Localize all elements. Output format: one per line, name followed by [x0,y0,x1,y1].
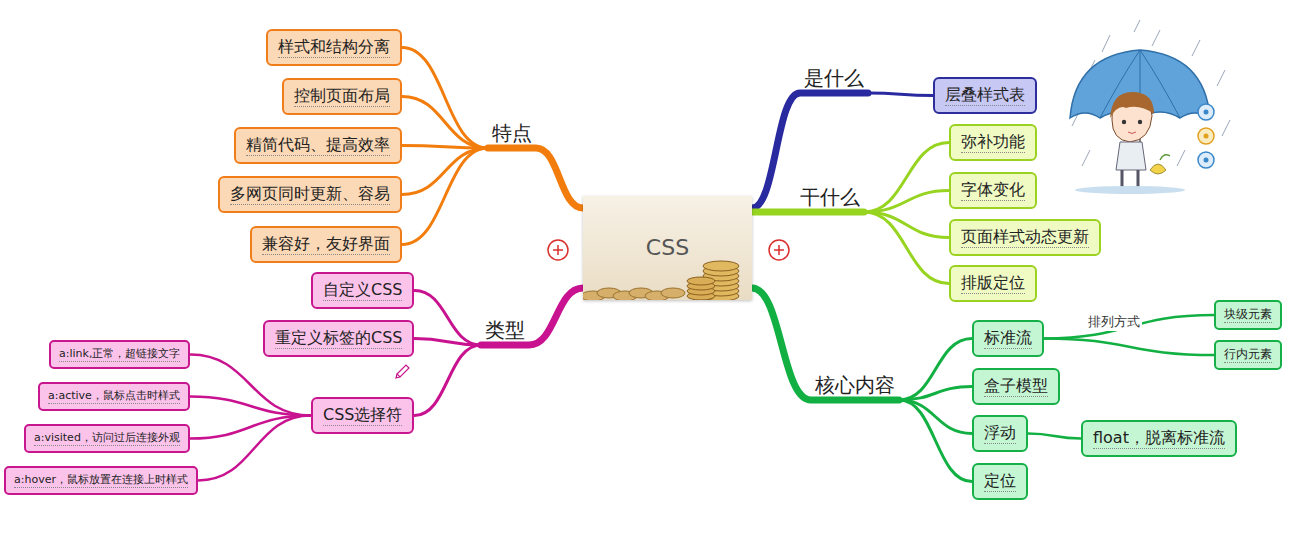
topic-box: 样式和结构分离 [266,29,402,66]
branch-label: 是什么 [800,66,868,93]
node-text: 浮动 [984,423,1016,444]
node-text: a:active，鼠标点击时样式 [48,389,180,404]
node-text: 定位 [984,471,1016,492]
node-text: 重定义标签的CSS [275,328,402,349]
node-text: 兼容好，友好界面 [262,234,390,255]
node-text: a:hover，鼠标放置在连接上时样式 [14,473,188,488]
expand-button [769,240,789,260]
node-text: 行内元素 [1224,347,1272,363]
branch-connector [864,212,949,284]
topic-box: 排版定位 [949,265,1037,302]
topic-box: float，脱离标准流 [1081,420,1237,457]
branch-connector [402,146,488,149]
topic-box: 块级元素 [1214,300,1282,330]
node-text: CSS [646,196,689,300]
node-text: CSS选择符 [323,405,402,426]
branch-label: 核心内容 [811,373,899,400]
node-text: 层叠样式表 [945,85,1025,106]
node-text: 是什么 [804,66,864,90]
topic-box: 定位 [972,463,1028,500]
branch-connector [402,148,488,245]
node-text: a:link,正常，超链接文字 [59,347,180,362]
topic-box: a:link,正常，超链接文字 [49,340,190,369]
branch-connector [402,148,488,195]
branch-connector [414,339,481,346]
node-text: 自定义CSS [323,280,402,301]
node-text: 字体变化 [961,180,1025,201]
rain-illustration [1070,20,1230,194]
topic-box: a:visited，访问过后连接外观 [24,424,190,453]
branch-connector [752,288,899,400]
node-text: 弥补功能 [961,132,1025,153]
branch-connector [402,97,488,149]
topic-box: 重定义标签的CSS [263,320,414,357]
branch-connector [864,143,949,213]
topic-box: 页面样式动态更新 [949,219,1101,256]
topic-box: 兼容好，友好界面 [250,226,402,263]
topic-box: 自定义CSS [311,272,414,309]
branch-connector [190,355,311,416]
topic-box: a:hover，鼠标放置在连接上时样式 [4,466,198,495]
node-text: 盒子模型 [984,376,1048,397]
branch-connector [481,288,583,345]
branch-connector [414,345,481,416]
node-text: a:visited，访问过后连接外观 [34,431,180,446]
topic-box: 浮动 [972,415,1028,452]
branch-connector [198,416,311,481]
line-label: 排列方式 [1086,313,1142,331]
node-text: 排版定位 [961,273,1025,294]
branch-connector [899,400,972,434]
topic-box: 精简代码、提高效率 [234,127,402,164]
node-text: 控制页面布局 [294,86,390,107]
branch-connector [1044,339,1214,356]
topic-box: 字体变化 [949,172,1037,209]
branch-connector [899,339,972,401]
branch-connector [190,397,311,416]
node-text: 标准流 [984,328,1032,349]
node-text: 块级元素 [1224,307,1272,323]
branch-connector [1028,434,1081,439]
node-text: 干什么 [800,185,860,209]
topic-box: CSS选择符 [311,397,414,434]
topic-box: 多网页同时更新、容易 [218,176,402,213]
topic-box: 控制页面布局 [282,78,402,115]
node-text: 精简代码、提高效率 [246,135,390,156]
node-text: 特点 [492,121,532,145]
branch-connector [488,148,583,208]
topic-box: 盒子模型 [972,368,1060,405]
branch-label: 特点 [488,121,536,148]
topic-box: 层叠样式表 [933,77,1037,114]
branch-connector [868,93,933,96]
central-topic: CSS [583,196,752,300]
branch-connector [414,291,481,346]
branch-connector [864,191,949,213]
branch-connector [899,400,972,482]
topic-box: a:active，鼠标点击时样式 [38,382,190,411]
toolbar-icons [1198,104,1214,168]
expand-button [548,240,568,260]
branch-connector [752,93,868,208]
branch-connector [899,387,972,401]
node-text: 类型 [485,318,525,342]
node-text: 页面样式动态更新 [961,227,1089,248]
node-text: 核心内容 [815,373,895,397]
topic-box: 弥补功能 [949,124,1037,161]
branch-label: 类型 [481,318,529,345]
branch-connector [752,209,864,216]
topic-box: 行内元素 [1214,340,1282,370]
node-text: 样式和结构分离 [278,37,390,58]
branch-label: 干什么 [796,185,864,212]
node-text: float，脱离标准流 [1093,428,1225,449]
pencil-icon [396,365,409,378]
branch-connector [402,48,488,149]
topic-box: 标准流 [972,320,1044,357]
node-text: 多网页同时更新、容易 [230,184,390,205]
